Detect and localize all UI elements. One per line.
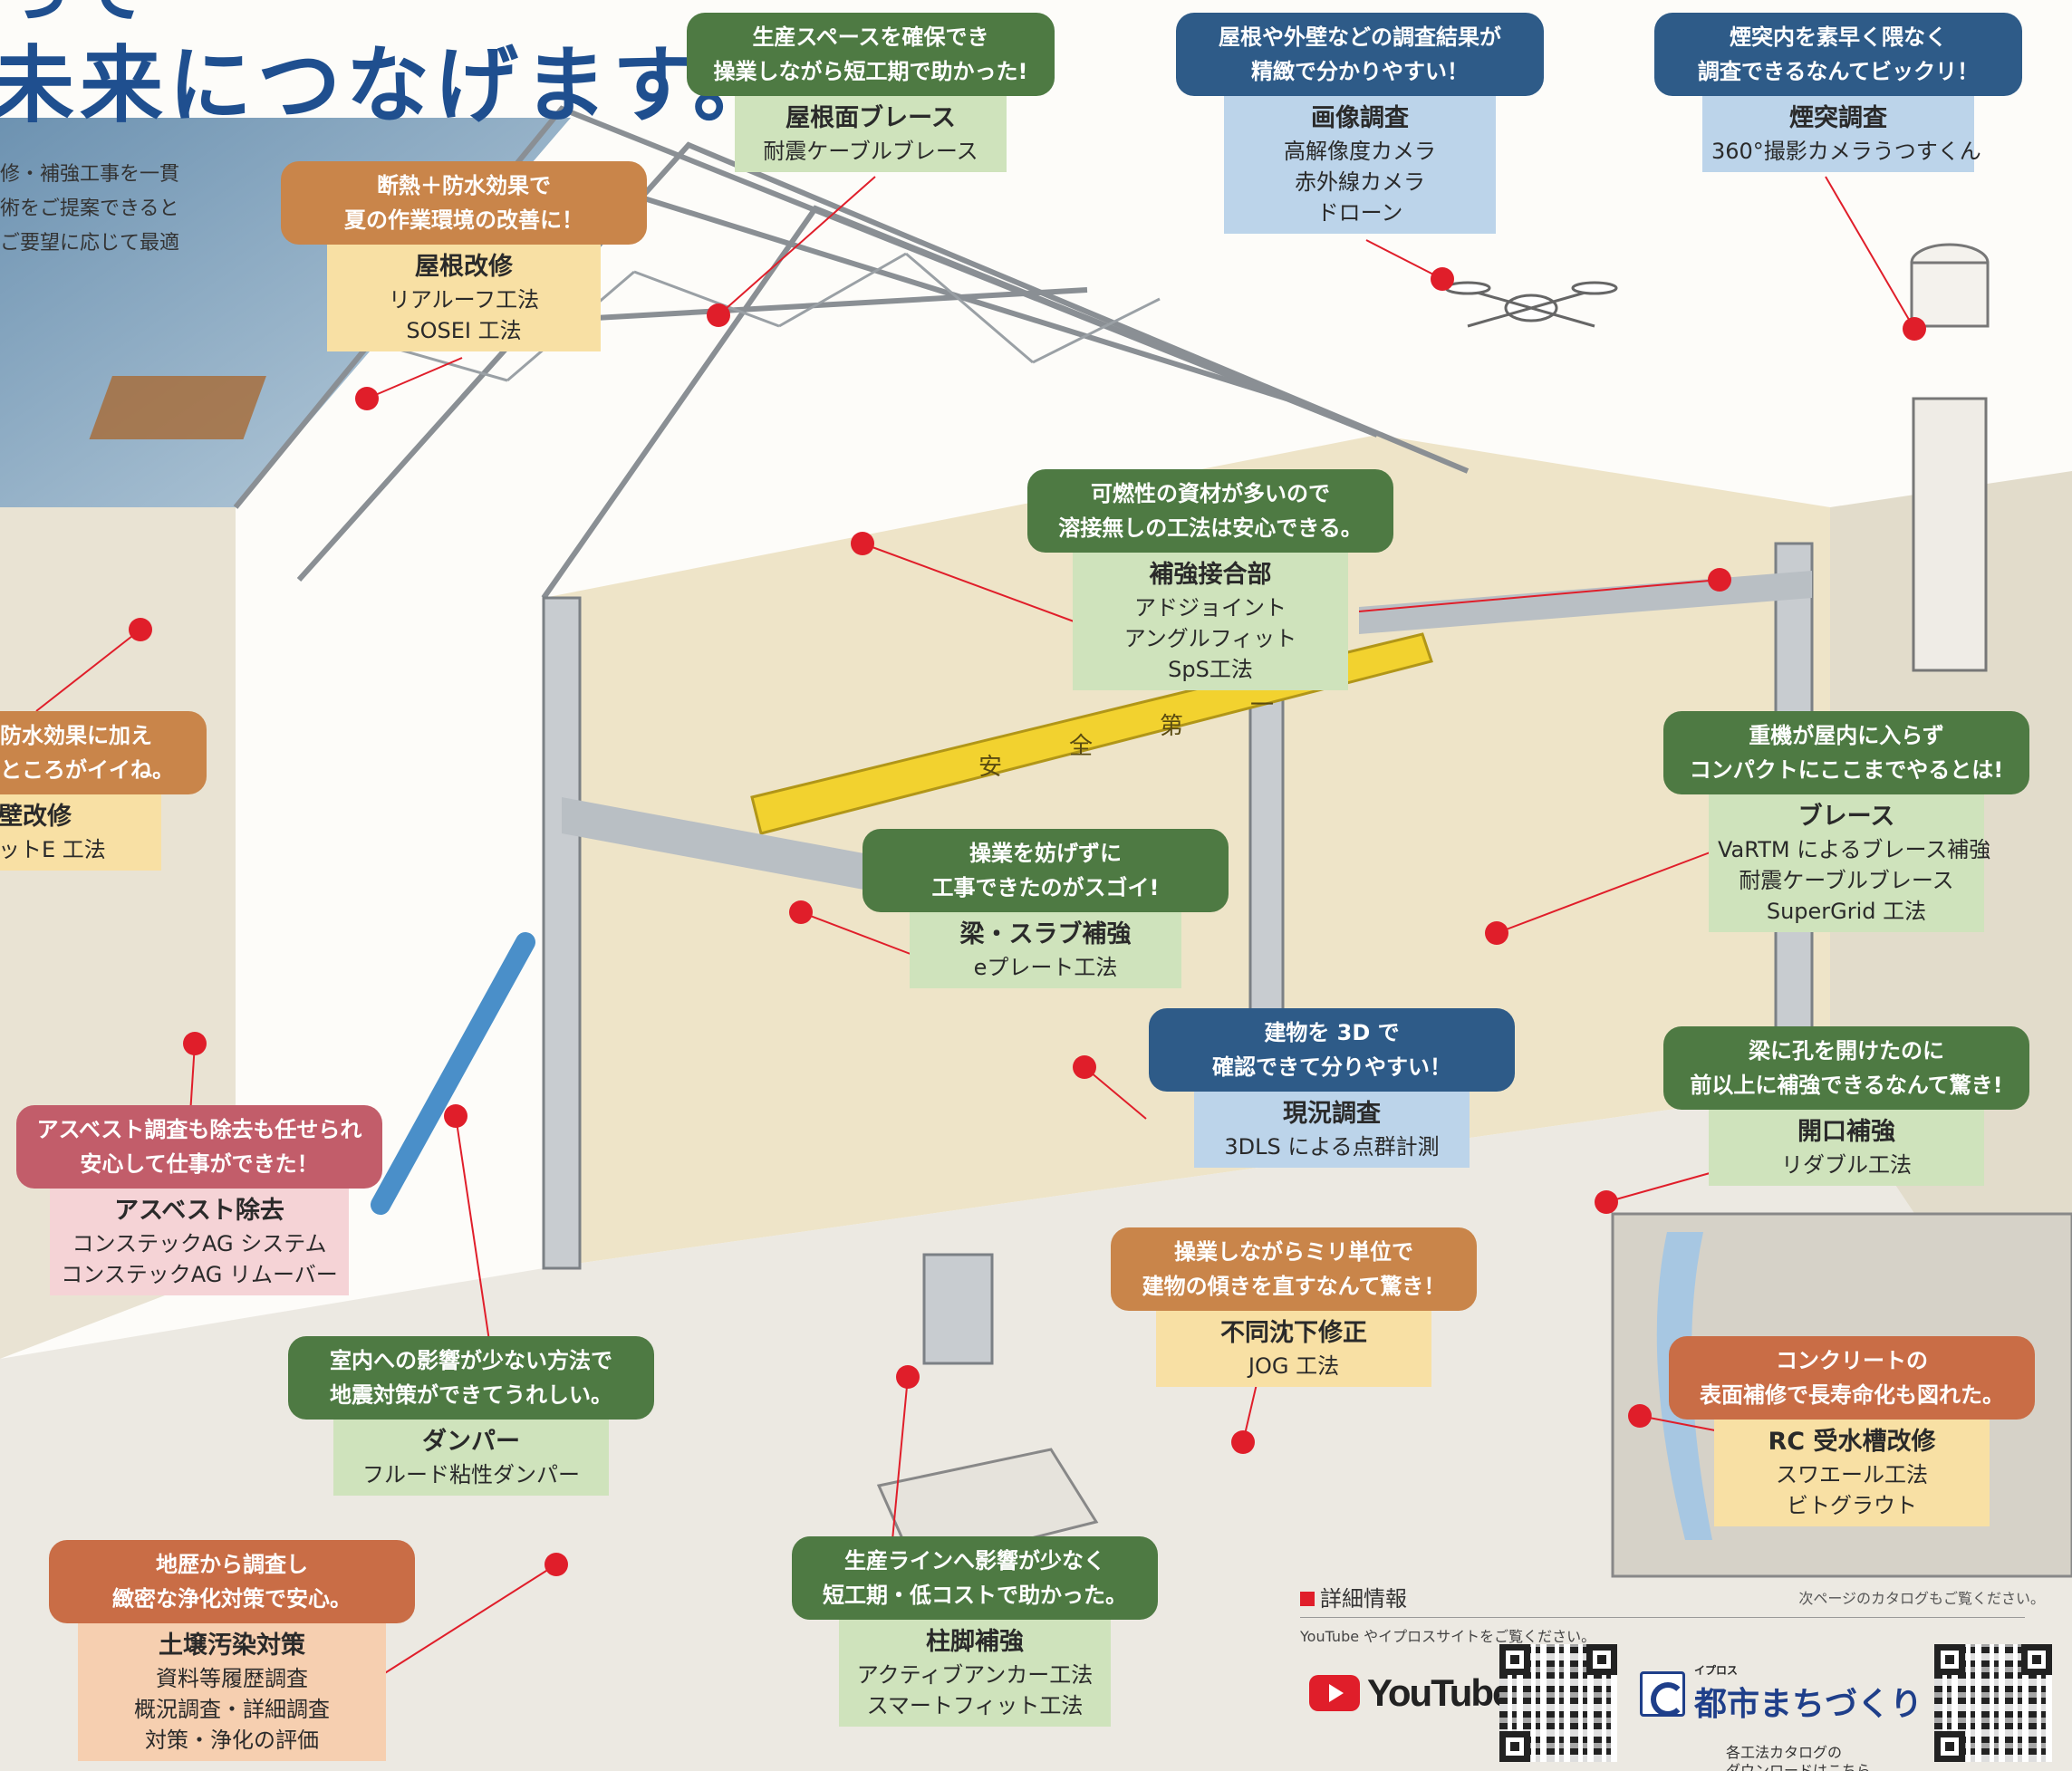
download-note: 各工法カタログの ダウンロードはこちら <box>1726 1744 1872 1771</box>
callout-bubble: 室内への影響が少ない方法で地震対策ができてうれしい。 <box>288 1336 654 1420</box>
callout-bubble: アスベスト調査も除去も任せられ安心して仕事ができた！ <box>16 1105 382 1189</box>
youtube-qr-code[interactable] <box>1499 1644 1617 1762</box>
marker-brace <box>1485 921 1508 945</box>
marker-roof-brace <box>707 303 730 327</box>
callout-bubble: 重機が屋内に入らずコンパクトにここまでやるとは! <box>1663 711 2029 794</box>
marker-damper <box>444 1104 467 1128</box>
callout-box: 土壌汚染対策資料等履歴調査概況調査・詳細調査対策・浄化の評価 <box>78 1623 386 1761</box>
chimney-upper <box>1910 261 1990 328</box>
callout-joint: 可燃性の資材が多いので溶接無しの工法は安心できる。 補強接合部アドジョイントアン… <box>1027 469 1393 690</box>
ipros-link[interactable]: イプロス 都市まちづくり <box>1640 1662 1923 1725</box>
detail-heading: 詳細情報 <box>1300 1581 1407 1612</box>
intro-text: 修・補強工事を一貫 術をご提案できると ご要望に応じて最適 <box>0 158 226 261</box>
callout-bubble: 屋根や外壁などの調査結果が精緻で分かりやすい！ <box>1176 13 1544 96</box>
crane-char: 一 <box>1250 692 1274 719</box>
marker-opening <box>1595 1190 1618 1214</box>
callout-box: 開口補強リダブル工法 <box>1709 1110 1984 1186</box>
callout-image-survey: 屋根や外壁などの調査結果が精緻で分かりやすい！ 画像調査高解像度カメラ赤外線カメ… <box>1176 13 1544 234</box>
marker-joint-right <box>1708 568 1731 592</box>
callout-box: 屋根面ブレース耐震ケーブルブレース <box>735 96 1007 172</box>
marker-chimney <box>1903 317 1926 341</box>
callout-box: ダンパーフルード粘性ダンパー <box>333 1420 609 1496</box>
callout-roof-brace: 生産スペースを確保でき操業しながら短工期で助かった! 屋根面ブレース耐震ケーブル… <box>687 13 1055 172</box>
youtube-link[interactable]: YouTube <box>1309 1671 1513 1715</box>
callout-bubble: 防水効果に加えところがイイね。 <box>0 711 207 794</box>
callout-bubble: 操業しながらミリ単位で建物の傾きを直すなんて驚き！ <box>1111 1227 1477 1311</box>
chimney <box>1912 397 1988 672</box>
ipros-logo-icon <box>1640 1670 1685 1717</box>
callout-bubble: 生産ラインへ影響が少なく短工期・低コストで助かった。 <box>792 1536 1158 1620</box>
callout-bubble: 断熱＋防水効果で夏の作業環境の改善に！ <box>281 161 647 245</box>
next-page-note: 次ページのカタログもご覧ください。 <box>1798 1590 2045 1607</box>
marker-current-survey <box>1073 1055 1096 1079</box>
crane-char: 安 <box>978 754 1002 781</box>
callout-bubble: 建物を 3D で確認できて分りやすい！ <box>1149 1008 1515 1092</box>
callout-wall: 防水効果に加えところがイイね。 壁改修ットE 工法 <box>0 711 207 871</box>
callout-bubble: コンクリートの表面補修で長寿命化も図れた。 <box>1669 1336 2035 1420</box>
callout-bubble: 可燃性の資材が多いので溶接無しの工法は安心できる。 <box>1027 469 1393 553</box>
callout-box: アスベスト除去コンステックAG システムコンステックAG リムーバー <box>50 1189 349 1295</box>
intro-line: 術をご提案できると <box>0 197 179 220</box>
marker-wall <box>129 618 152 641</box>
marker-beam-slab <box>789 900 813 924</box>
callout-bubble: 梁に孔を開けたのに前以上に補強できるなんて驚き! <box>1663 1026 2029 1110</box>
marker-roof-renovation <box>355 387 379 410</box>
marker-image-survey <box>1431 267 1454 291</box>
callout-bubble: 生産スペースを確保でき操業しながら短工期で助かった! <box>687 13 1055 96</box>
divider <box>1300 1617 2025 1618</box>
callout-bubble: 操業を妨げずに工事できたのがスゴイ! <box>863 829 1229 912</box>
marker-soil <box>545 1553 568 1576</box>
callout-damper: 室内への影響が少ない方法で地震対策ができてうれしい。 ダンパーフルード粘性ダンパ… <box>288 1336 654 1496</box>
intro-line: 修・補強工事を一貫 <box>0 163 180 186</box>
leader-lines <box>35 176 1915 1677</box>
callout-column-base: 生産ラインへ影響が少なく短工期・低コストで助かった。 柱脚補強アクティブアンカー… <box>792 1536 1158 1727</box>
crane-char: 第 <box>1160 713 1183 740</box>
marker-column-base <box>896 1365 920 1389</box>
callout-bubble: 煙突内を素早く隈なく調査できるなんてビックリ！ <box>1654 13 2022 96</box>
marker-joint <box>851 532 874 555</box>
crane-char: 全 <box>1069 733 1093 760</box>
steel-beam-right <box>1359 571 1812 634</box>
marker-settlement <box>1231 1430 1255 1454</box>
damper-arm <box>371 932 535 1215</box>
page-title-line2: 未来につなげます。 <box>0 37 782 134</box>
callout-box: 画像調査高解像度カメラ赤外線カメラドローン <box>1224 96 1496 234</box>
callout-asbestos: アスベスト調査も除去も任せられ安心して仕事ができた！ アスベスト除去コンステック… <box>16 1105 382 1295</box>
ipros-qr-code[interactable] <box>1934 1644 2052 1762</box>
callout-soil: 地歴から調査し緻密な浄化対策で安心。 土壌汚染対策資料等履歴調査概況調査・詳細調… <box>49 1540 415 1761</box>
truss-lattice <box>380 252 1161 382</box>
detail-subtext: YouTube やイプロスサイトをご覧ください。 <box>1300 1628 1596 1645</box>
intro-line: ご要望に応じて最適 <box>0 232 180 255</box>
roof-repair-patch <box>89 376 266 439</box>
callout-bubble: 地歴から調査し緻密な浄化対策で安心。 <box>49 1540 415 1623</box>
marker-rc-tank <box>1628 1404 1652 1428</box>
drone-graphic <box>1444 281 1618 328</box>
callout-opening: 梁に孔を開けたのに前以上に補強できるなんて驚き! 開口補強リダブル工法 <box>1663 1026 2029 1186</box>
youtube-play-icon <box>1309 1675 1360 1711</box>
ipros-wordmark: イプロス 都市まちづくり <box>1694 1664 1923 1723</box>
floor <box>0 1087 2072 1771</box>
page-title-line1: って <box>0 0 152 27</box>
callout-box: 壁改修ットE 工法 <box>0 794 161 871</box>
steel-beam <box>562 797 951 906</box>
detail-info-footer: 詳細情報 次ページのカタログもご覧ください。 YouTube やイプロスサイトを… <box>1300 1581 2072 1771</box>
youtube-wordmark: YouTube <box>1367 1671 1513 1714</box>
callout-rc-tank: コンクリートの表面補修で長寿命化も図れた。 RC 受水槽改修スワエール工法ビトグ… <box>1669 1336 2035 1526</box>
callout-box: RC 受水槽改修スワエール工法ビトグラウト <box>1714 1420 1990 1526</box>
marker-asbestos <box>183 1032 207 1055</box>
callout-box: 柱脚補強アクティブアンカー工法スマートフィット工法 <box>839 1620 1111 1727</box>
